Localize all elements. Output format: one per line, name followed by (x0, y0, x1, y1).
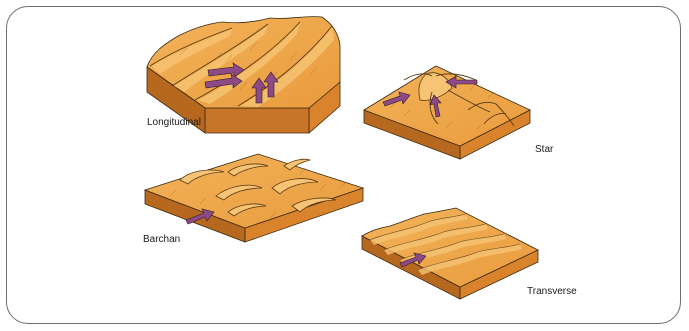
transverse-block (362, 208, 538, 299)
barchan-block (145, 154, 363, 242)
label-transverse: Transverse (527, 286, 577, 297)
label-longitudinal: Longitudinal (147, 117, 201, 128)
label-barchan: Barchan (143, 234, 180, 245)
star-block (364, 66, 530, 159)
label-star: Star (535, 144, 553, 155)
longitudinal-side-front (205, 108, 309, 133)
longitudinal-block (147, 17, 340, 133)
